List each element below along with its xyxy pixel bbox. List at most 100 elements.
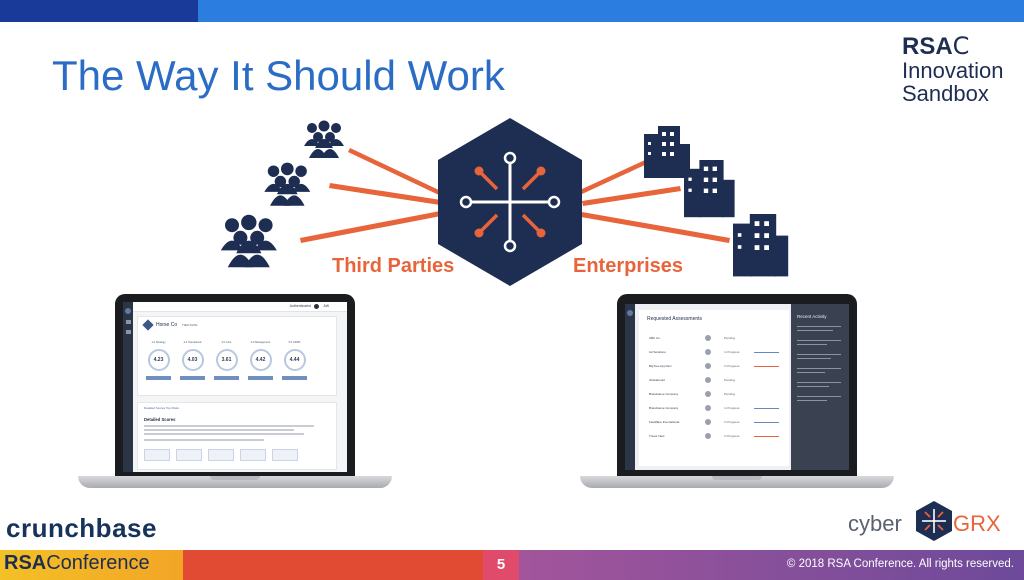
row-status: Pending <box>724 392 736 396</box>
status-icon <box>705 349 711 355</box>
assessment-row[interactable]: Brandname Company Pending <box>649 390 809 400</box>
activity-line <box>797 382 841 384</box>
company-tag: TIER RATE <box>182 323 198 327</box>
row-name: FastWare International <box>649 420 680 424</box>
people-group-icon <box>220 214 277 268</box>
text-line <box>144 439 264 441</box>
activity-title: Recent Activity <box>797 314 827 319</box>
gauge-bar <box>180 376 205 380</box>
score-chip[interactable] <box>208 449 234 461</box>
score-gauge[interactable]: 3.0 Core 3.61 <box>214 341 239 380</box>
rsa-conference-word: Conference <box>46 552 150 574</box>
cybergrx-logo-cyber: cyber <box>848 511 902 536</box>
connector-line <box>300 211 441 243</box>
status-icon <box>705 419 711 425</box>
score-chip[interactable] <box>272 449 298 461</box>
assessment-row[interactable]: FastWare International In Progress <box>649 418 809 428</box>
activity-line <box>797 372 825 374</box>
rsac-logo-rsa: RSA <box>902 33 953 60</box>
connector-line <box>581 212 730 243</box>
gauge-label: 2.0 Operational <box>183 341 202 344</box>
section-title: Detailed Scores <box>144 417 176 422</box>
score-chip[interactable] <box>176 449 202 461</box>
row-name: Brandname Company <box>649 392 679 396</box>
connector-line <box>580 160 647 194</box>
score-gauge[interactable]: 2.0 Operational 4.03 <box>180 341 205 380</box>
rsac-logo-sandbox: Sandbox <box>902 81 989 106</box>
status-icon <box>705 377 711 383</box>
rsac-logo-c: C <box>952 32 970 60</box>
assessment-row[interactable]: BigTree App Dev In Progress <box>649 362 809 372</box>
progress-bar <box>754 338 779 339</box>
recent-activity-panel: Recent Activity <box>791 304 849 470</box>
avatar[interactable] <box>314 304 319 309</box>
rsa-conference-brand: RSA <box>4 552 47 574</box>
activity-line <box>797 368 841 370</box>
laptop-notch <box>210 476 260 480</box>
connector-line <box>348 148 443 196</box>
buildings-icon <box>684 160 735 218</box>
footer-segment <box>519 550 1024 580</box>
laptop-notch <box>712 476 762 480</box>
activity-line <box>797 330 833 332</box>
copyright-text: © 2018 RSA Conference. All rights reserv… <box>786 558 1014 570</box>
third-parties-label: Third Parties <box>332 255 455 277</box>
progress-bar <box>754 436 779 438</box>
score-gauge[interactable]: 1.0 Strategy 4.23 <box>146 341 171 380</box>
cybergrx-hex-icon <box>916 501 952 541</box>
activity-line <box>797 400 827 402</box>
assessment-row[interactable]: ABC Co Pending <box>649 334 809 344</box>
people-group-icon <box>264 162 311 206</box>
detailed-scores-panel: Detailed Scores Top Risks Detailed Score… <box>137 402 337 470</box>
app-side-rail <box>123 302 133 472</box>
cybergrx-logo: cyber GRX <box>848 499 1024 543</box>
right-laptop: Requested Assessments ABC Co Pending Ad … <box>572 294 902 494</box>
activity-line <box>797 358 831 360</box>
row-name: ABC Co <box>649 336 660 340</box>
row-name: Ad Solutions <box>649 350 666 354</box>
laptop-base <box>78 476 392 488</box>
status-icon <box>705 335 711 341</box>
score-chips <box>144 449 298 461</box>
row-status: In Progress <box>724 406 740 410</box>
app-side-rail <box>625 304 635 470</box>
assessment-row[interactable]: Globalcount Pending <box>649 376 809 386</box>
footer-bar: RSAConference 5 © 2018 RSA Conference. A… <box>0 550 1024 580</box>
activity-line <box>797 340 841 342</box>
slide-title: The Way It Should Work <box>52 52 505 99</box>
top-bar-dark-segment <box>0 0 198 22</box>
assessment-row[interactable]: Ad Solutions In Progress <box>649 348 809 358</box>
assessment-row[interactable]: Brandname Company In Progress <box>649 404 809 414</box>
company-logo-icon <box>142 319 154 331</box>
cybergrx-logo-grx: GRX <box>953 511 1001 536</box>
people-group-icon <box>304 120 344 158</box>
gauge-bar <box>282 376 307 380</box>
row-status: In Progress <box>724 420 740 424</box>
progress-bar <box>754 366 779 368</box>
gauge-value: 4.03 <box>181 349 204 371</box>
row-status: In Progress <box>724 364 740 368</box>
text-line <box>144 429 294 431</box>
status-icon <box>705 363 711 369</box>
score-gauge[interactable]: 4.0 Management 4.42 <box>248 341 273 380</box>
score-gauge[interactable]: 5.0 GDPR 4.44 <box>282 341 307 380</box>
auth-status: Authenticated <box>289 304 311 308</box>
assessment-row[interactable]: Tresor Nets In Progress <box>649 432 809 442</box>
page-number: 5 <box>496 556 506 573</box>
activity-line <box>797 326 841 328</box>
row-name: Globalcount <box>649 378 666 382</box>
gauge-bar <box>146 376 171 380</box>
score-chip[interactable] <box>240 449 266 461</box>
laptop-base <box>580 476 894 488</box>
footer-segment <box>0 550 183 580</box>
score-tabs[interactable]: Detailed Scores Top Risks <box>144 406 179 410</box>
hub-hexagon-icon <box>438 118 582 286</box>
user-menu[interactable]: AW <box>323 304 329 308</box>
enterprise-connectors <box>580 160 730 243</box>
score-chip[interactable] <box>144 449 170 461</box>
logo-icon <box>627 310 633 316</box>
gauge-label: 4.0 Management <box>250 341 271 344</box>
status-icon <box>705 405 711 411</box>
settings-icon <box>125 330 131 334</box>
progress-bar <box>754 408 779 410</box>
